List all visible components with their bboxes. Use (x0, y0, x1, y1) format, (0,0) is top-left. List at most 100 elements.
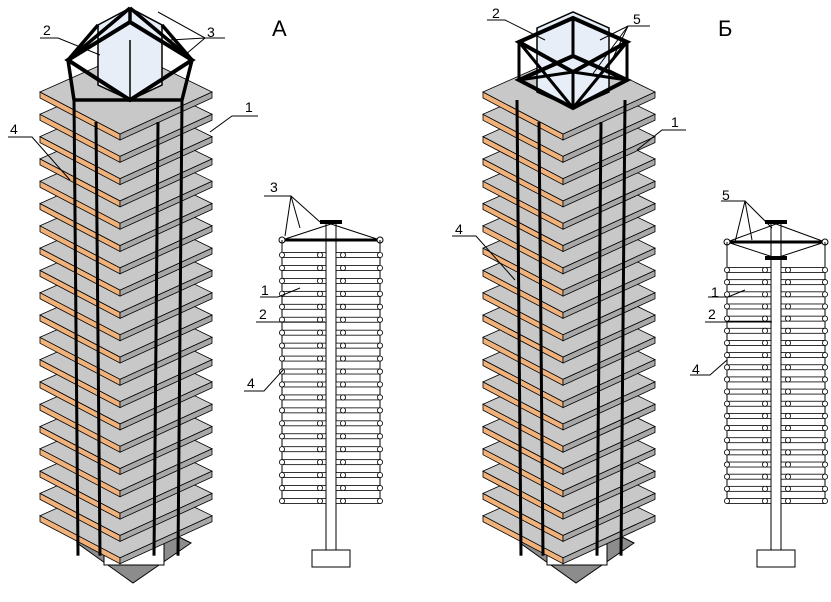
section-slab-node (724, 303, 731, 310)
section-slab-node (724, 412, 731, 419)
section-slab-node (376, 316, 383, 323)
label-core-b: 2 (492, 5, 500, 21)
section-slab-node (316, 303, 323, 310)
section-slab-node (822, 449, 829, 456)
section-slab-node (762, 400, 769, 407)
section-slab-node (376, 485, 383, 492)
hangers-b (515, 99, 627, 556)
section-slab-node (278, 329, 285, 336)
section-slab-node (339, 472, 346, 479)
label-slab-a: 1 (245, 99, 253, 115)
label-section-core-b: 2 (708, 306, 716, 322)
section-slab-node (822, 388, 829, 395)
outrigger-member (160, 23, 194, 62)
section-slab-node (785, 315, 792, 322)
section-slab-node (339, 251, 346, 258)
section-slab-node (339, 264, 346, 271)
section-slab-node (339, 459, 346, 466)
section-slab-node (278, 394, 285, 401)
section-slab-node (822, 485, 829, 492)
section-slab-node (762, 388, 769, 395)
section-outrigger-brace (330, 223, 381, 241)
label-section-slab-b: 1 (711, 284, 719, 300)
label-section-core-a: 2 (259, 306, 267, 322)
outrigger-member (128, 6, 194, 62)
label-section-outrigger-a: 3 (270, 179, 278, 195)
section-slab-node (316, 459, 323, 466)
tower-variant-b (482, 11, 656, 584)
section-slab-node (822, 352, 829, 359)
section-slab-node (316, 420, 323, 427)
section-slab-node (762, 315, 769, 322)
section-slab-node (785, 279, 792, 286)
section-slab-node (278, 446, 285, 453)
section-slab-node (339, 342, 346, 349)
section-slab-node (339, 368, 346, 375)
section-core (325, 221, 337, 553)
section-slab-node (316, 485, 323, 492)
leader-lines (8, 11, 773, 392)
section-slab-node (762, 485, 769, 492)
section-outrigger-brace (775, 223, 826, 243)
section-slab-node (316, 355, 323, 362)
section-outrigger-brace (726, 241, 777, 259)
outrigger-member (66, 23, 100, 62)
section-slab-node (785, 461, 792, 468)
section-slab-node (785, 266, 792, 273)
hanger-cable (515, 99, 523, 556)
floor-slabs-b (482, 51, 656, 565)
section-slab-node (785, 497, 792, 504)
section-slab-node (724, 388, 731, 395)
section-slab-node (278, 433, 285, 440)
section-slab-node (762, 376, 769, 383)
section-slab-node (762, 352, 769, 359)
section-slab-node (822, 279, 829, 286)
section-outrigger-brace (726, 223, 777, 243)
section-slab-node (762, 412, 769, 419)
section-slab-node (278, 355, 285, 362)
section-slab-node (822, 412, 829, 419)
section-slab-node (724, 327, 731, 334)
section-slab-node (376, 459, 383, 466)
section-foundation (311, 549, 351, 568)
section-slab-node (724, 364, 731, 371)
section-slab-node (339, 381, 346, 388)
section-slab-node (376, 433, 383, 440)
section-slab-node (762, 339, 769, 346)
label-hanger-a: 4 (10, 121, 18, 137)
section-slab-node (724, 437, 731, 444)
hanger-cable (94, 121, 102, 556)
section-slab-node (724, 485, 731, 492)
section-slab-node (278, 459, 285, 466)
section-slab-node (339, 329, 346, 336)
section-slab-node (822, 364, 829, 371)
variant-b-title: Б (718, 16, 732, 41)
section-slab-node (762, 437, 769, 444)
hanger-cable (152, 121, 160, 556)
section-slab-node (278, 381, 285, 388)
variant-a-title: А (272, 16, 287, 41)
section-slab-node (278, 485, 285, 492)
section-slab-node (376, 290, 383, 297)
section-slab-node (822, 461, 829, 468)
hanger-cable (72, 99, 80, 556)
section-slab-node (316, 290, 323, 297)
section-slab-node (762, 497, 769, 504)
section-slab-node (785, 339, 792, 346)
label-slab-b: 1 (671, 114, 679, 130)
section-slab-node (316, 329, 323, 336)
section-slab-node (339, 407, 346, 414)
section-slab-node (724, 449, 731, 456)
label-hanger-b: 4 (455, 221, 463, 237)
section-slab-node (376, 355, 383, 362)
section-slab-node (762, 327, 769, 334)
section-slab-node (762, 364, 769, 371)
section-slab-node (316, 264, 323, 271)
section-slab-node (822, 266, 829, 273)
section-slab-node (724, 461, 731, 468)
section-slab-node (822, 425, 829, 432)
section-slab-node (278, 342, 285, 349)
section-slab-node (785, 473, 792, 480)
section-slab-node (724, 266, 731, 273)
